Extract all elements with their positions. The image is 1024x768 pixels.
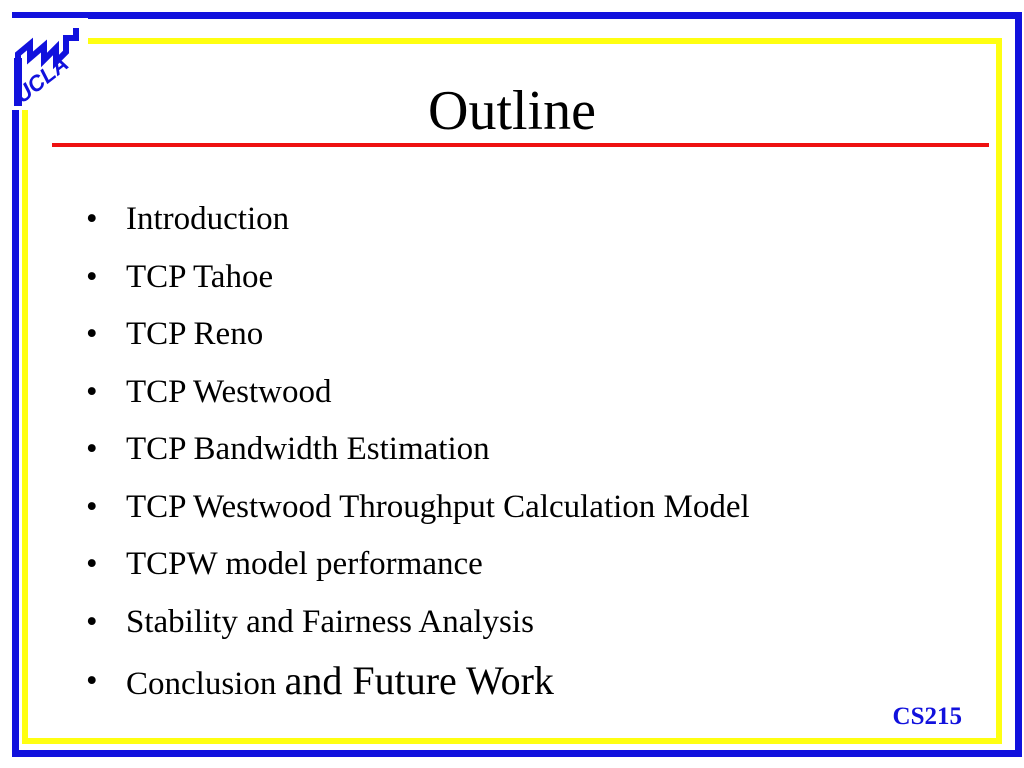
bullet-text: TCP Westwood bbox=[126, 373, 332, 410]
bullet-text: TCP Westwood Throughput Calculation Mode… bbox=[126, 488, 750, 525]
outer-border bbox=[12, 12, 1022, 757]
bullet-text-small: Conclusion bbox=[126, 666, 277, 702]
bullet-icon: • bbox=[86, 488, 98, 525]
bullet-icon: • bbox=[86, 258, 98, 295]
bullet-icon: • bbox=[86, 431, 98, 467]
bullet-icon: • bbox=[86, 546, 98, 582]
bullet-text: Stability and Fairness Analysis bbox=[126, 603, 534, 640]
bullet-text: TCPW model performance bbox=[126, 546, 483, 582]
bullet-icon: • bbox=[86, 663, 98, 699]
bullet-icon: • bbox=[86, 603, 98, 640]
bullet-icon: • bbox=[86, 373, 98, 410]
bullet-text: Introduction bbox=[126, 201, 290, 237]
bullet-text: TCP Reno bbox=[126, 316, 264, 352]
bullet-text: Conclusion and Future Work bbox=[126, 659, 554, 706]
title-divider bbox=[52, 143, 989, 147]
course-code: CS215 bbox=[892, 703, 962, 730]
ucla-logo-icon: UCLA bbox=[4, 18, 88, 110]
slide-title: Outline bbox=[428, 80, 596, 142]
bullet-text: TCP Bandwidth Estimation bbox=[126, 431, 490, 467]
bullet-icon: • bbox=[86, 201, 98, 237]
bullet-text-large: and Future Work bbox=[284, 658, 554, 703]
bullet-text: TCP Tahoe bbox=[126, 258, 274, 295]
bullet-icon: • bbox=[86, 316, 98, 352]
inner-border bbox=[22, 38, 1002, 744]
